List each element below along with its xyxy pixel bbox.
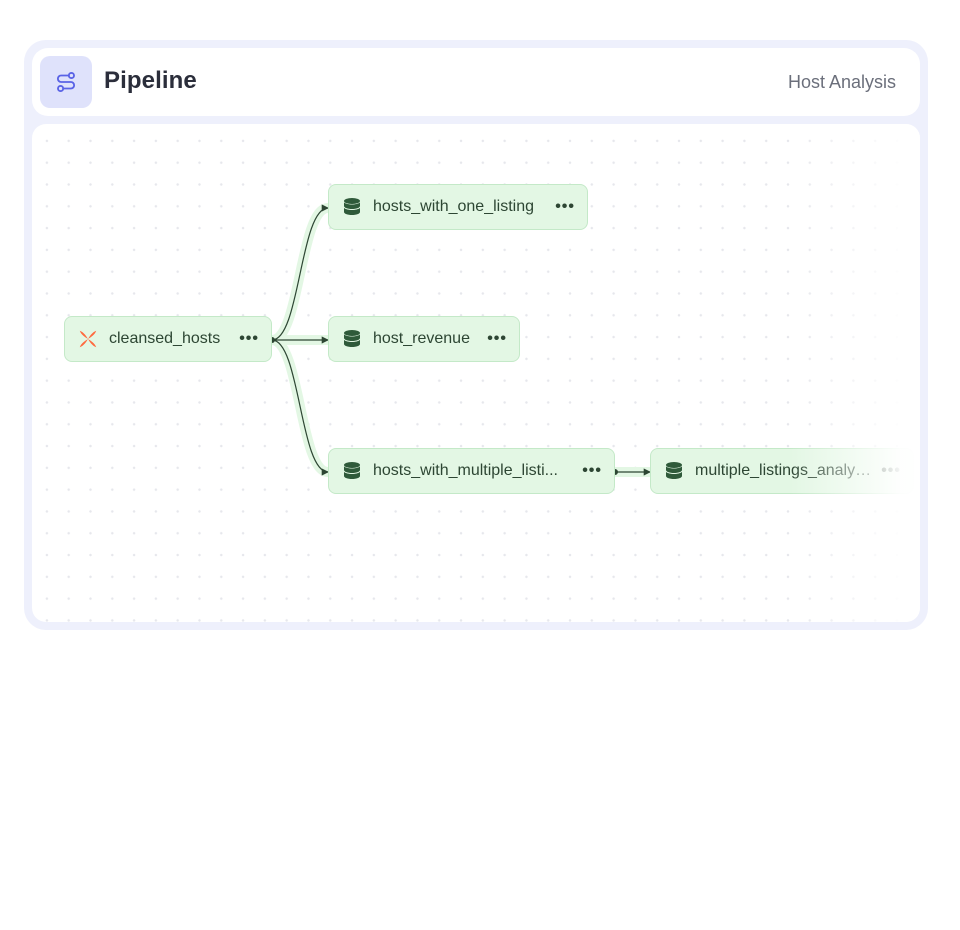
database-icon	[341, 328, 363, 350]
node-host-revenue[interactable]: host_revenue •••	[328, 316, 520, 362]
node-menu-button[interactable]: •••	[881, 462, 901, 479]
node-label: hosts_with_multiple_listi...	[373, 462, 558, 479]
node-multiple-listings-analysis[interactable]: multiple_listings_analysis •••	[650, 448, 914, 494]
node-menu-button[interactable]: •••	[582, 462, 602, 479]
pipeline-card: Pipeline Host Analysis	[24, 40, 928, 630]
node-hosts-with-multiple-listings[interactable]: hosts_with_multiple_listi... •••	[328, 448, 615, 494]
pipeline-icon	[40, 56, 92, 108]
edge-cleansed-to-one-listing	[271, 204, 329, 341]
edge-cleansed-to-multiple	[271, 339, 329, 476]
node-menu-button[interactable]: •••	[239, 330, 259, 347]
node-menu-button[interactable]: •••	[555, 198, 575, 215]
card-header: Pipeline Host Analysis	[32, 48, 920, 116]
database-icon	[341, 196, 363, 218]
node-menu-button[interactable]: •••	[487, 330, 507, 347]
node-cleansed-hosts[interactable]: cleansed_hosts •••	[64, 316, 272, 362]
node-label: host_revenue	[373, 330, 470, 347]
database-icon	[341, 460, 363, 482]
node-label: cleansed_hosts	[109, 330, 221, 347]
dbt-icon	[77, 328, 99, 350]
pipeline-name: Host Analysis	[787, 72, 896, 92]
node-label: hosts_with_one_listing	[373, 198, 534, 215]
page-title: Pipeline	[104, 67, 197, 94]
pipeline-canvas[interactable]: cleansed_hosts ••• hosts_with_one_listin…	[32, 124, 920, 622]
database-icon	[663, 460, 685, 482]
node-hosts-with-one-listing[interactable]: hosts_with_one_listing •••	[328, 184, 588, 230]
node-label: multiple_listings_analysis	[695, 462, 872, 479]
